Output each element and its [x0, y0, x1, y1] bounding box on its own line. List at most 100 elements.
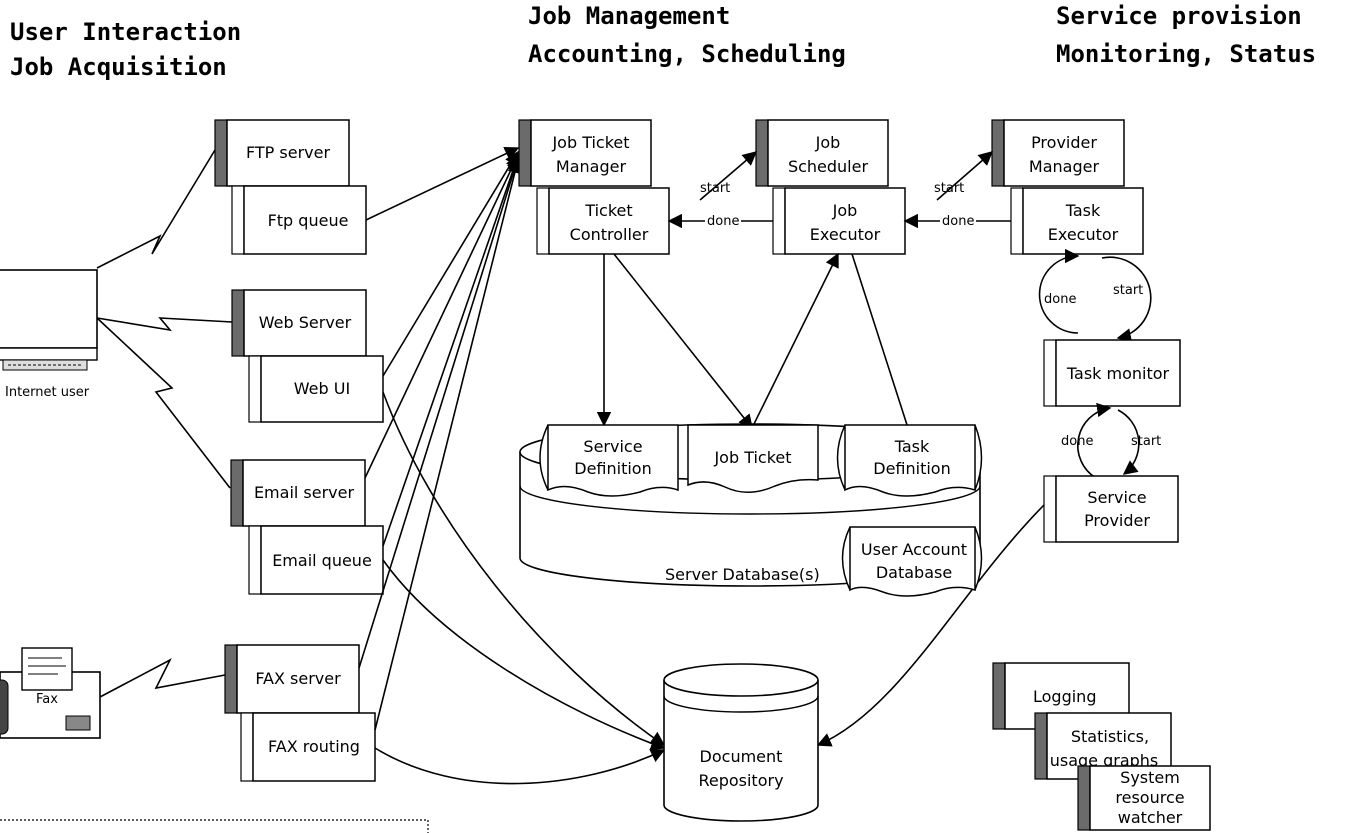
arrow-start-scheduler: [699, 151, 758, 201]
arrow-webui-to-jtm: [382, 150, 519, 377]
label-start-3: start: [1113, 283, 1143, 298]
user-account-label-2: Database: [876, 563, 952, 582]
link-fax-server: [99, 658, 226, 698]
header-col3-line1: Service provision: [1056, 2, 1302, 30]
link-user-web: [96, 317, 233, 332]
repository-label-2: Repository: [698, 771, 783, 790]
web-server-box[interactable]: Web Server: [231, 289, 367, 357]
job-ticket-manager-label-1: Job Ticket: [551, 133, 629, 152]
ftp-queue-box[interactable]: Ftp queue: [231, 185, 367, 255]
ftp-server-label: FTP server: [246, 143, 331, 162]
email-server-box[interactable]: Email server: [230, 459, 366, 527]
arrow-webui-to-repo: [382, 391, 666, 746]
task-definition-label-2: Definition: [873, 459, 950, 478]
provider-manager-label-2: Manager: [1029, 157, 1100, 176]
job-executor-label-1: Job: [832, 201, 858, 220]
arrow-email-to-jtm: [364, 153, 519, 479]
job-ticket-manager-label-2: Manager: [556, 157, 627, 176]
service-provider-box[interactable]: Service Provider: [1043, 475, 1179, 543]
link-user-ftp: [96, 149, 216, 269]
watcher-label-3: watcher: [1118, 808, 1183, 827]
header-col2-line2: Accounting, Scheduling: [528, 40, 846, 68]
arrow-ftp-to-jtm: [365, 147, 520, 221]
service-provider-label-2: Provider: [1084, 511, 1150, 530]
ticket-controller-box[interactable]: Ticket Controller: [536, 187, 670, 255]
header-col1-line1: User Interaction: [10, 18, 241, 46]
repository-label-1: Document: [700, 747, 783, 766]
link-user-email: [96, 317, 231, 489]
arrow-start-provider: [936, 151, 994, 201]
system-resource-watcher-box[interactable]: System resource watcher: [1077, 765, 1211, 831]
task-definition-label-1: Task: [894, 437, 930, 456]
ticket-controller-label-2: Controller: [570, 225, 649, 244]
service-definition-label-1: Service: [583, 437, 642, 456]
label-done-3: done: [1044, 292, 1076, 307]
internet-user-label: Internet user: [5, 385, 90, 400]
job-scheduler-label-2: Scheduler: [788, 157, 869, 176]
label-start-4: start: [1131, 434, 1161, 449]
job-scheduler-box[interactable]: Job Scheduler: [755, 119, 889, 187]
arrow-start-down-2: [1117, 409, 1140, 475]
watcher-label-1: System: [1120, 768, 1180, 787]
label-done-1: done: [707, 214, 739, 229]
ftp-server-box[interactable]: FTP server: [214, 119, 350, 187]
user-account-database-doc: User Account Database: [841, 526, 983, 597]
fax-server-box[interactable]: FAX server: [224, 644, 360, 714]
label-done-2: done: [942, 214, 974, 229]
dotted-boundary: [0, 819, 429, 833]
arrow-faxserver-to-jtm: [358, 156, 522, 669]
header-col2-line1: Job Management: [528, 2, 730, 30]
email-server-label: Email server: [254, 483, 355, 502]
watcher-label-2: resource: [1115, 788, 1184, 807]
line-executor-to-taskdef: [851, 253, 909, 429]
statistics-label-1: Statistics,: [1071, 727, 1149, 746]
arrow-faxrouting-to-jtm: [374, 158, 522, 731]
header-col3-line2: Monitoring, Status: [1056, 40, 1316, 68]
document-repository-cylinder: Document Repository: [663, 663, 819, 822]
task-executor-label-1: Task: [1065, 201, 1101, 220]
web-ui-box[interactable]: Web UI: [248, 355, 384, 423]
ftp-queue-label: Ftp queue: [268, 211, 349, 230]
server-database-label: Server Database(s): [665, 565, 820, 584]
arrow-faxrouting-to-repo: [374, 747, 666, 785]
task-monitor-label: Task monitor: [1066, 364, 1170, 383]
label-start-1: start: [700, 181, 730, 196]
label-start-2: start: [934, 181, 964, 196]
job-ticket-manager-box[interactable]: Job Ticket Manager: [518, 119, 652, 187]
provider-manager-box[interactable]: Provider Manager: [991, 119, 1125, 187]
job-executor-box[interactable]: Job Executor: [772, 187, 906, 255]
internet-user-computer-icon: [0, 269, 98, 371]
arrow-provider-to-repo: [816, 504, 1045, 747]
job-executor-label-2: Executor: [810, 225, 881, 244]
job-ticket-label: Job Ticket: [713, 448, 791, 467]
web-ui-label: Web UI: [294, 379, 350, 398]
fax-routing-box[interactable]: FAX routing: [240, 712, 376, 782]
arrow-controller-to-jobticket: [613, 253, 753, 430]
email-queue-box[interactable]: Email queue: [248, 525, 384, 595]
fax-machine-icon: [0, 647, 101, 739]
email-queue-label: Email queue: [272, 551, 372, 570]
service-definition-doc: Service Definition: [539, 424, 679, 497]
arrow-emailq-to-jtm: [382, 154, 521, 547]
ticket-controller-label-1: Ticket: [584, 201, 632, 220]
task-executor-box[interactable]: Task Executor: [1010, 187, 1144, 255]
fax-label: Fax: [36, 692, 58, 707]
arrow-done-up-1: [1038, 248, 1080, 334]
provider-manager-label-1: Provider: [1031, 133, 1097, 152]
task-executor-label-2: Executor: [1048, 225, 1119, 244]
service-provider-label-1: Service: [1087, 488, 1146, 507]
task-monitor-box[interactable]: Task monitor: [1043, 339, 1181, 407]
fax-routing-label: FAX routing: [268, 737, 360, 756]
header-col1-line2: Job Acquisition: [10, 53, 227, 81]
arrow-start-down-1: [1101, 256, 1152, 343]
arrow-done-up-2: [1076, 402, 1112, 479]
logging-label: Logging: [1033, 687, 1096, 706]
user-account-label-1: User Account: [861, 540, 967, 559]
task-definition-doc: Task Definition: [836, 424, 983, 497]
job-ticket-doc: Job Ticket: [687, 424, 819, 493]
arrow-emailq-to-repo: [382, 559, 666, 751]
web-server-label: Web Server: [259, 313, 352, 332]
label-done-4: done: [1061, 434, 1093, 449]
arrow-jobticket-to-executor: [751, 252, 839, 429]
